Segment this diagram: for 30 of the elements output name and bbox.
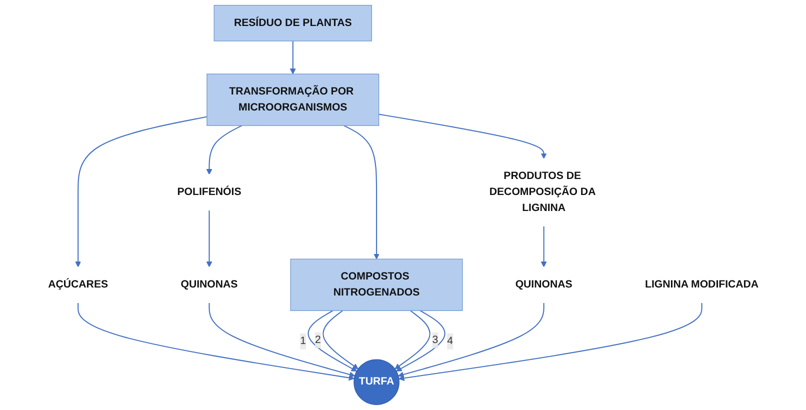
- edge-label: 3: [432, 334, 438, 346]
- node-text: AÇÚCARES: [48, 278, 108, 290]
- arrow: [74, 116, 207, 268]
- arrow: [307, 310, 357, 372]
- edge-label: 2: [314, 334, 320, 346]
- edge-label: 1: [300, 336, 306, 347]
- arrow: [398, 302, 702, 381]
- node-text: QUINONAS: [514, 278, 572, 290]
- arrow: [394, 310, 430, 370]
- node-text: PRODUTOS DE DECOMPOSIÇÃO DA LIGNINA: [489, 170, 595, 214]
- node-box: [206, 74, 379, 126]
- flowchart-drawing: 1 2 3 4 RESÍDUO DE PLANTAS TRANSFORMAÇÃO POR MICROORGANISMOS AÇÚCARES POLIFENÓIS COMPOSTOS NITROGENADOS PRODUTOS DE DECOMPOSIÇÃO DA LIGNINA QUINONAS QUINONAS LIGNINA MODIFICADA TURFA: [22, 0, 784, 410]
- arrow: [540, 226, 546, 268]
- arrow: [322, 310, 358, 370]
- arrow: [208, 302, 355, 378]
- arrow: [343, 125, 380, 260]
- edge-label: 4: [446, 336, 453, 347]
- node-text: QUINONAS: [180, 278, 238, 290]
- arrow: [290, 41, 296, 74]
- node-text: POLIFENÓIS: [176, 186, 241, 198]
- arrow: [77, 302, 354, 381]
- node-circle: [353, 359, 400, 406]
- arrow: [206, 125, 242, 175]
- arrow: [378, 114, 546, 159]
- arrow: [398, 302, 544, 378]
- arrow: [206, 210, 212, 268]
- arrow: [396, 310, 445, 372]
- node-text: LIGNINA MODIFICADA: [644, 278, 758, 290]
- node-box: [290, 258, 462, 311]
- node-box: [213, 4, 372, 42]
